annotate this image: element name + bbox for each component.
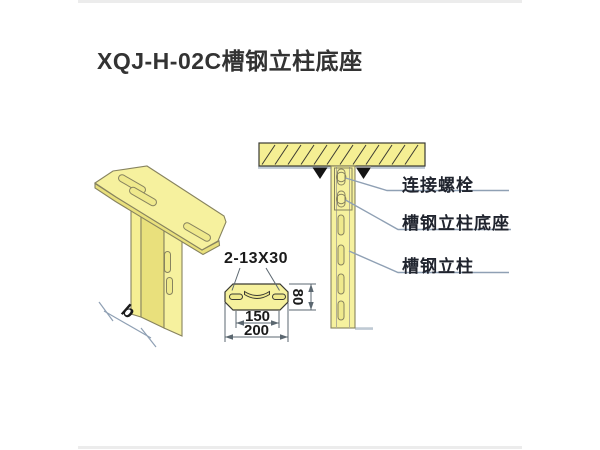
anchor-triangle-right [356,167,371,179]
page-bottom-border [78,446,522,449]
label-column-base: 槽钢立柱底座 [402,214,510,233]
label-channel-column: 槽钢立柱 [402,257,474,276]
bolt-symbol-lower [336,190,347,208]
iso-column-slot [164,251,171,273]
column-base-piece [334,167,353,211]
dimension-inner-width: 150 [244,308,271,325]
iso-plate-slot [118,174,146,194]
label-connecting-bolt: 连接螺栓 [402,176,474,195]
beam-hatch [261,144,419,165]
dimension-slot-spec: 2-13X30 [224,250,288,267]
iso-plate-slot [183,222,211,242]
column-slot [337,273,345,295]
ceiling-beam [258,142,426,167]
anchor-triangle-left [312,167,328,179]
iso-plate-slot [129,186,157,207]
iso-column-left-flange [130,205,142,318]
iso-column-slot [166,277,173,295]
dimension-outer-width: 200 [243,322,270,339]
page-top-border [78,0,522,3]
depth-dimension-lines [98,301,157,348]
plan-slot-left [229,293,243,300]
column-slot [337,244,345,266]
plan-slot-center-curved [244,290,270,299]
column-slot [337,214,345,236]
slot-spec-leader [265,267,280,291]
page-title: XQJ-H-02C槽钢立柱底座 [97,48,363,74]
plan-slot-right [272,293,286,300]
dimension-height: 80 [289,288,306,306]
plan-view [224,267,316,342]
bolt-symbol-upper [336,168,347,186]
elevation-view [258,142,511,330]
slot-spec-leader [231,267,241,291]
isometric-view [94,165,227,348]
label-leader-lines [345,177,511,274]
plan-dimension-lines [225,284,314,340]
column-slot [337,300,345,321]
